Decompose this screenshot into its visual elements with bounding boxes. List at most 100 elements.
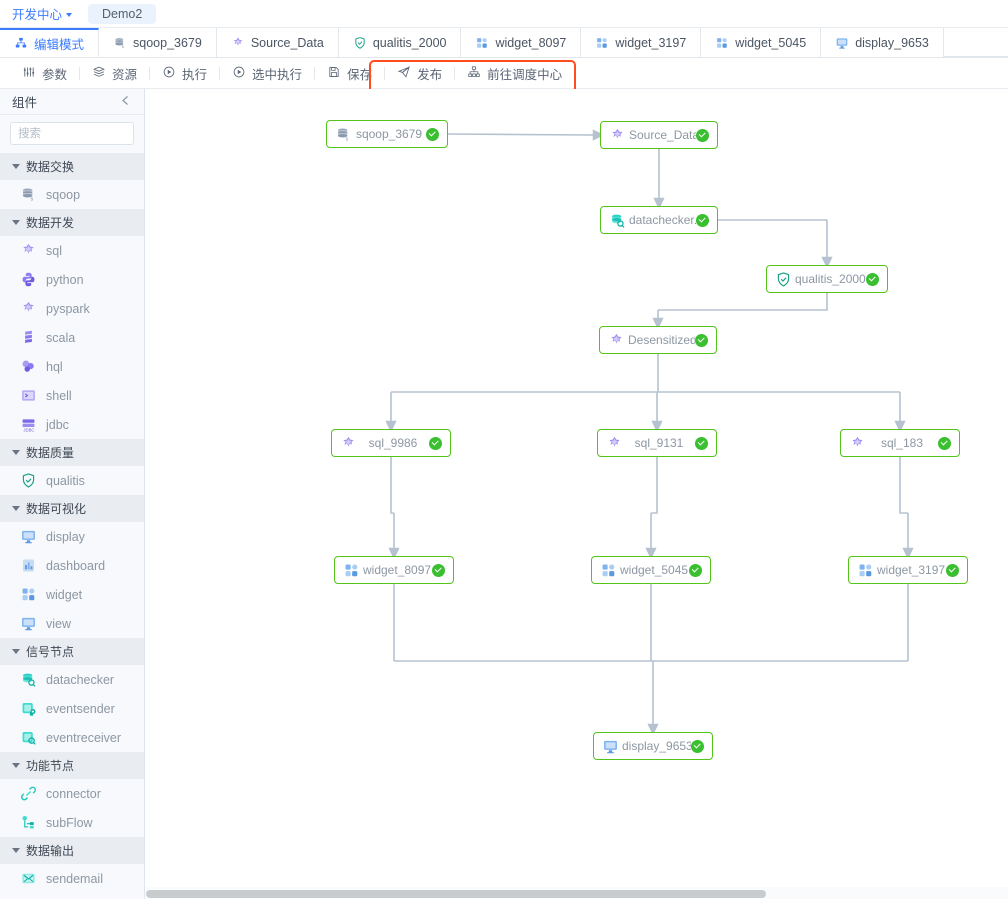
tab-qualitis_2000[interactable]: qualitis_2000 <box>338 28 462 57</box>
widget-icon-glyph <box>717 37 728 48</box>
canvas-hscrollbar-thumb[interactable] <box>146 890 766 898</box>
toolbar-前往调度中心[interactable]: 前往调度中心 <box>455 58 574 88</box>
chevron-down-icon <box>12 220 20 225</box>
canvas-node-display_9653[interactable]: display_9653 <box>593 732 713 760</box>
palette-item-label: sql <box>46 243 62 258</box>
palette-item-subFlow[interactable]: subFlow <box>0 808 144 837</box>
tab-widget_5045[interactable]: widget_5045 <box>701 28 822 57</box>
palette-item-pyspark[interactable]: pyspark <box>0 294 144 323</box>
canvas-node-label: widget_5045 <box>620 563 689 577</box>
tab-编辑模式[interactable]: 编辑模式 <box>0 28 100 57</box>
palette-item-eventreceiver[interactable]: eventreceiver <box>0 723 144 752</box>
widget-icon <box>600 562 617 579</box>
canvas-node-widget_5045[interactable]: widget_5045 <box>591 556 711 584</box>
tab-label: qualitis_2000 <box>372 35 447 50</box>
palette-item-hql[interactable]: hql <box>0 352 144 381</box>
toolbar-参数[interactable]: 参数 <box>10 58 79 88</box>
toolbar-选中执行[interactable]: 选中执行 <box>220 58 314 88</box>
scala-icon-glyph <box>25 330 32 343</box>
sqoop-icon-glyph: s <box>22 188 34 202</box>
canvas-node-sql_9986[interactable]: sql_9986 <box>331 429 451 457</box>
project-chip[interactable]: Demo2 <box>88 3 157 24</box>
canvas-node-widget_3197[interactable]: widget_3197 <box>848 556 968 584</box>
canvas-node-label: sqoop_3679 <box>355 127 423 141</box>
eventsender-icon <box>20 700 37 717</box>
arrow-left-icon[interactable] <box>119 94 132 110</box>
toolbar-执行[interactable]: 执行 <box>150 58 219 88</box>
palette-item-datachecker[interactable]: datachecker <box>0 665 144 694</box>
palette-search-wrap <box>0 115 144 153</box>
eventsender-icon-glyph <box>22 703 36 716</box>
toolbar-资源[interactable]: 资源 <box>80 58 149 88</box>
palette-item-label: scala <box>46 330 76 345</box>
canvas-node-label: datachecker... <box>629 213 696 227</box>
palette-item-dashboard[interactable]: dashboard <box>0 551 144 580</box>
palette-item-eventsender[interactable]: eventsender <box>0 694 144 723</box>
canvas-hscrollbar[interactable] <box>145 887 1008 899</box>
canvas-node-qualitis_2000[interactable]: qualitis_2000 <box>766 265 888 293</box>
palette-group-数据开发[interactable]: 数据开发 <box>0 209 144 236</box>
check-circle-icon <box>866 272 879 286</box>
palette-item-shell[interactable]: shell <box>0 381 144 410</box>
workspace-switcher[interactable]: 开发中心 <box>12 4 73 23</box>
palette-item-sql[interactable]: sql <box>0 236 144 265</box>
toolbar-发布[interactable]: 发布 <box>385 58 454 88</box>
canvas-node-sql_183[interactable]: sql_183 <box>840 429 960 457</box>
palette-item-display[interactable]: display <box>0 522 144 551</box>
tab-widget_3197[interactable]: widget_3197 <box>581 28 702 57</box>
palette-group-数据输出[interactable]: 数据输出 <box>0 837 144 864</box>
canvas-node-Desensitized[interactable]: Desensitized... <box>599 326 717 354</box>
sendemail-icon-glyph <box>22 873 35 884</box>
tab-label: widget_5045 <box>735 35 807 50</box>
schedule-center-icon-glyph <box>468 65 480 77</box>
play-circle-icon <box>232 65 246 82</box>
canvas-node-sql_9131[interactable]: sql_9131 <box>597 429 717 457</box>
tab-widget_8097[interactable]: widget_8097 <box>461 28 582 57</box>
tab-Source_Data[interactable]: Source_Data <box>216 28 339 57</box>
toolbar-separator <box>219 66 221 80</box>
editor-body: 组件 数据交换ssqoop数据开发sqlpythonpysparkscalahq… <box>0 89 1008 899</box>
subflow-icon <box>20 814 37 831</box>
chevron-down-icon <box>66 12 73 17</box>
palette-item-widget[interactable]: widget <box>0 580 144 609</box>
palette-group-信号节点[interactable]: 信号节点 <box>0 638 144 665</box>
sqoop-icon-glyph: s <box>115 37 124 48</box>
view-icon-glyph <box>22 617 35 631</box>
edge-sql183-to-widget3197-h <box>899 457 908 514</box>
palette-item-qualitis[interactable]: qualitis <box>0 466 144 495</box>
toolbar-item-label: 参数 <box>42 67 68 82</box>
palette-group-数据质量[interactable]: 数据质量 <box>0 439 144 466</box>
sql-star-icon-glyph <box>233 37 243 46</box>
display-icon-glyph <box>836 37 848 49</box>
palette-item-label: widget <box>46 587 83 602</box>
check-circle-icon <box>695 436 708 450</box>
svg-text:s: s <box>122 43 124 48</box>
widget-icon <box>715 36 729 50</box>
palette-item-label: connector <box>46 786 101 801</box>
palette-group-功能节点[interactable]: 功能节点 <box>0 752 144 779</box>
palette-item-view[interactable]: view <box>0 609 144 638</box>
search-input[interactable] <box>10 122 134 145</box>
palette-item-sendemail[interactable]: sendemail <box>0 864 144 893</box>
tab-display_9653[interactable]: display_9653 <box>821 28 944 57</box>
canvas-node-Source_Data[interactable]: Source_Data <box>600 121 718 149</box>
palette-item-connector[interactable]: connector <box>0 779 144 808</box>
pyspark-star-icon-glyph <box>23 301 34 312</box>
palette-group-数据交换[interactable]: 数据交换 <box>0 153 144 180</box>
palette-item-python[interactable]: python <box>0 265 144 294</box>
canvas-node-widget_8097[interactable]: widget_8097 <box>334 556 454 584</box>
shield-check-icon <box>353 36 367 50</box>
toolbar-保存[interactable]: 保存 <box>315 58 384 88</box>
palette-item-label: qualitis <box>46 473 85 488</box>
edge-sqoop-to-source <box>447 133 592 136</box>
palette-item-scala[interactable]: scala <box>0 323 144 352</box>
palette-item-label: display <box>46 529 85 544</box>
canvas-node-datachecker[interactable]: datachecker... <box>600 206 718 234</box>
canvas-node-label: qualitis_2000 <box>795 272 866 286</box>
palette-group-数据可视化[interactable]: 数据可视化 <box>0 495 144 522</box>
